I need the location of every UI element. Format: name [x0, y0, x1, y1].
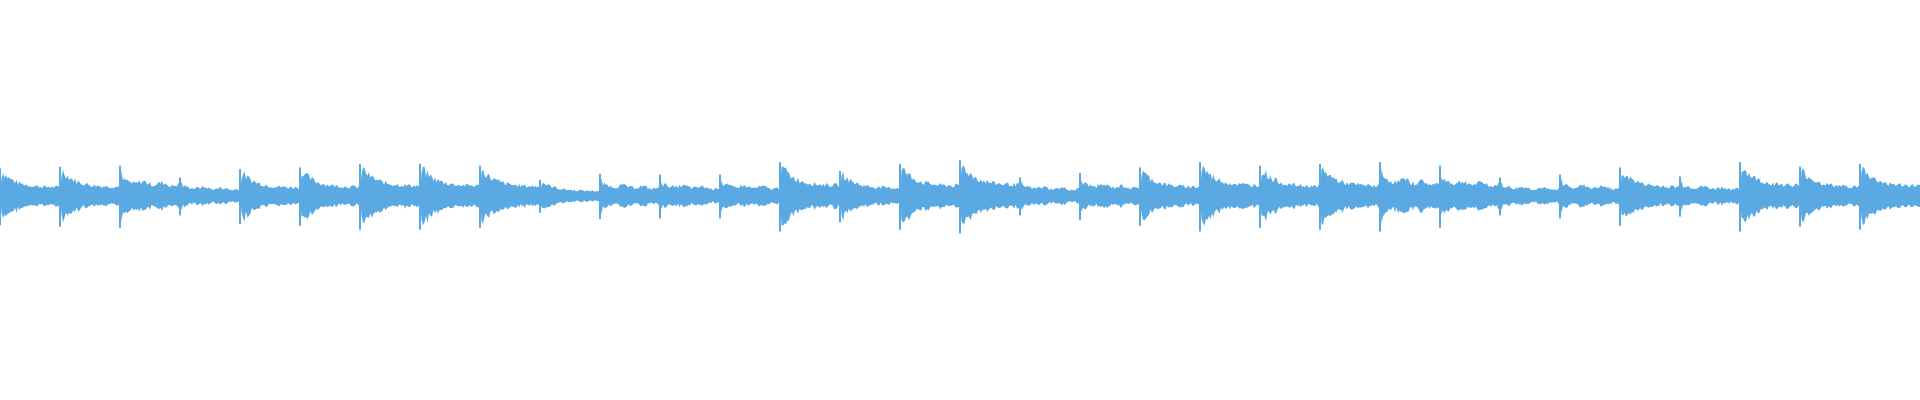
- waveform-notes: [0, 160, 1920, 234]
- waveform-note-21: [1200, 166, 1260, 226]
- waveform-note-30: [1740, 170, 1800, 222]
- waveform-note-32: [1860, 166, 1920, 225]
- waveform-note-22: [1260, 170, 1320, 222]
- waveform-note-12: [660, 182, 720, 210]
- waveform-note-19: [1080, 180, 1140, 212]
- waveform-note-31: [1800, 168, 1860, 223]
- waveform-note-3: [120, 170, 180, 222]
- waveform-note-6: [300, 173, 360, 220]
- waveform-note-8: [420, 166, 480, 226]
- waveform-note-14: [780, 166, 840, 226]
- waveform-note-7: [360, 167, 420, 223]
- waveform-note-11: [600, 177, 660, 215]
- waveform-note-25: [1440, 177, 1500, 215]
- waveform-note-1: [0, 173, 60, 219]
- waveform-note-20: [1140, 170, 1200, 221]
- waveform-note-16: [900, 168, 960, 223]
- waveform-note-9: [480, 169, 540, 224]
- waveform-note-13: [720, 180, 780, 212]
- waveform-note-5: [240, 171, 300, 222]
- waveform-note-28: [1620, 175, 1680, 217]
- waveform-note-29: [1680, 180, 1740, 211]
- waveform-note-24: [1380, 168, 1440, 224]
- waveform-note-23: [1320, 167, 1380, 226]
- waveform-note-26: [1500, 181, 1560, 211]
- waveform-note-15: [840, 171, 900, 222]
- waveform-note-17: [960, 165, 1020, 224]
- waveform-note-18: [1020, 180, 1080, 211]
- waveform-note-27: [1560, 177, 1620, 214]
- waveform-note-10: [540, 182, 600, 209]
- waveform-note-4: [180, 181, 240, 211]
- waveform-note-2: [60, 169, 120, 223]
